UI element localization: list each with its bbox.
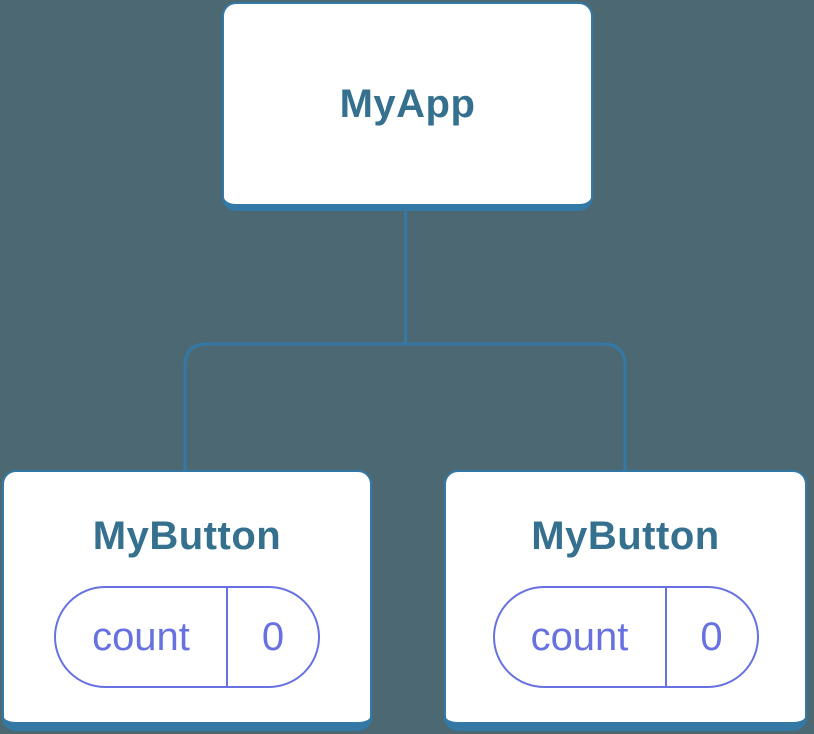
state-label: count xyxy=(495,588,667,686)
connector-bracket xyxy=(183,342,627,471)
state-label: count xyxy=(56,588,228,686)
state-value: 0 xyxy=(261,614,285,659)
tree-node-myapp: MyApp xyxy=(222,2,593,211)
state-pill: count 0 xyxy=(492,586,759,688)
node-title: MyButton xyxy=(92,514,282,558)
state-pill: count 0 xyxy=(54,586,320,688)
tree-node-mybutton-right: MyButton count 0 xyxy=(444,470,807,731)
node-title: MyButton xyxy=(531,514,720,558)
tree-node-mybutton-left: MyButton count 0 xyxy=(2,470,372,731)
node-title: MyApp xyxy=(339,82,476,126)
state-value: 0 xyxy=(700,614,723,659)
